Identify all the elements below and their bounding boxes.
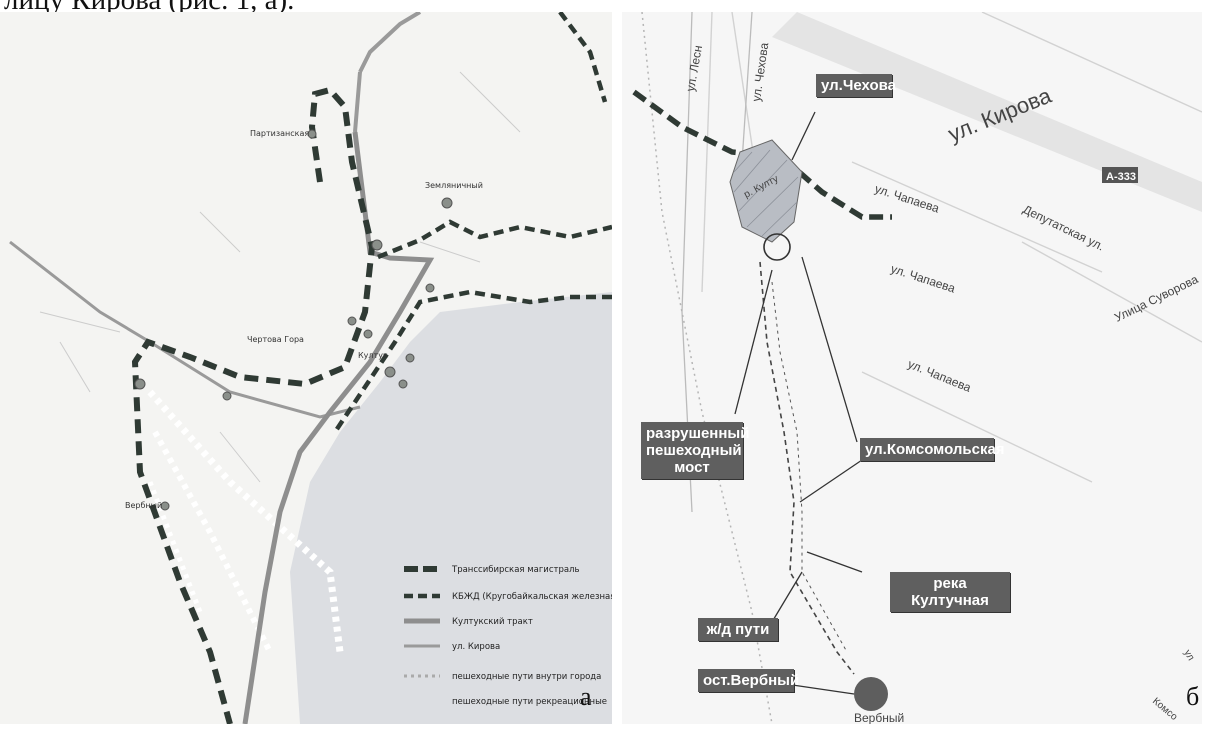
street-chapaeva-2: ул. Чапаева (889, 262, 957, 296)
river-line (641, 12, 773, 724)
legend-text-kbzhd: КБЖД (Кругобайкальская железная дорога) (452, 592, 612, 602)
bridge-circle (763, 233, 791, 261)
kirova-street-line (9, 240, 361, 419)
pedestrian-path-1 (147, 389, 344, 653)
callout-stop: ост.Вербный (698, 669, 799, 692)
street-deputatskaya: Депутатская ул. (1021, 202, 1107, 253)
relief-lines (39, 71, 521, 483)
stop-marker (854, 677, 888, 711)
place-kultuk: Култук (358, 351, 388, 360)
map-b-canvas: ул. Кирова А-333 ул. Чапаева ул. Чапаева… (632, 12, 1202, 724)
kultuk-tract-line (358, 12, 422, 73)
callout-chekhova: ул.Чехова (816, 74, 896, 97)
rail-path-line-2 (771, 281, 848, 653)
panel-letter-b: б (1186, 682, 1200, 711)
kultuk-tract-line-2 (353, 71, 362, 133)
callout-komsomolskaya: ул.Комсомольская (860, 438, 1005, 461)
legend-text-ped-rec: пешеходные пути рекреационные (452, 697, 607, 707)
map-panel-b: ул. Кирова А-333 ул. Чапаева ул. Чапаева… (622, 12, 1202, 724)
chekhova-line (741, 12, 753, 163)
legend-text-tract: Култукский тракт (452, 617, 533, 627)
map-a-canvas: Партизанская Земляничный Чертова Гора Ку… (9, 12, 612, 724)
street-ul-corner: ул (1181, 648, 1196, 663)
panel-letter-a: а (580, 682, 592, 711)
hatch-lines (733, 149, 799, 237)
legend: Транссибирская магистраль КБЖД (Кругобай… (404, 565, 612, 707)
station-markers (134, 129, 453, 511)
leader-lines (734, 111, 863, 695)
callout-bridge: разрушенный пешеходный мост (641, 422, 749, 479)
place-partizanskaya: Партизанская (250, 129, 309, 138)
legend-text-transsib: Транссибирская магистраль (451, 565, 580, 575)
transsib-line-b (632, 89, 892, 220)
hatched-area (729, 139, 803, 243)
place-zemlyanichny: Земляничный (425, 181, 483, 190)
street-chekhova-vertical: ул. Чехова (749, 41, 771, 102)
pedestrian-path-2 (152, 430, 273, 654)
street-lesnaya: ул. Лесн (683, 44, 705, 92)
kbzhd-line (377, 219, 612, 260)
kbzhd-line-2 (333, 289, 612, 434)
kbzhd-line-3 (558, 12, 608, 103)
rail-path-line (759, 261, 855, 675)
place-chertova-gora: Чертова Гора (247, 335, 304, 344)
callout-river: река Култучная (890, 572, 1010, 612)
road-sign-bg (1102, 167, 1138, 183)
legend-text-ped-city: пешеходные пути внутри города (452, 672, 601, 682)
transsib-line (131, 86, 376, 724)
street-comso-corner: Комсо (1150, 696, 1180, 723)
place-verbny: Вербный (125, 501, 162, 510)
legend-text-kirova: ул. Кирова (452, 642, 500, 652)
road-sign-a333: А-333 (1106, 171, 1136, 183)
map-panel-a: Партизанская Земляничный Чертова Гора Ку… (0, 12, 612, 724)
kirova-road (772, 12, 1202, 212)
callout-railway: ж/д пути (698, 618, 778, 641)
lake-area (290, 292, 612, 724)
street-chapaeva-3: ул. Чапаева (906, 357, 974, 395)
stop-label: Вербный (854, 711, 904, 724)
